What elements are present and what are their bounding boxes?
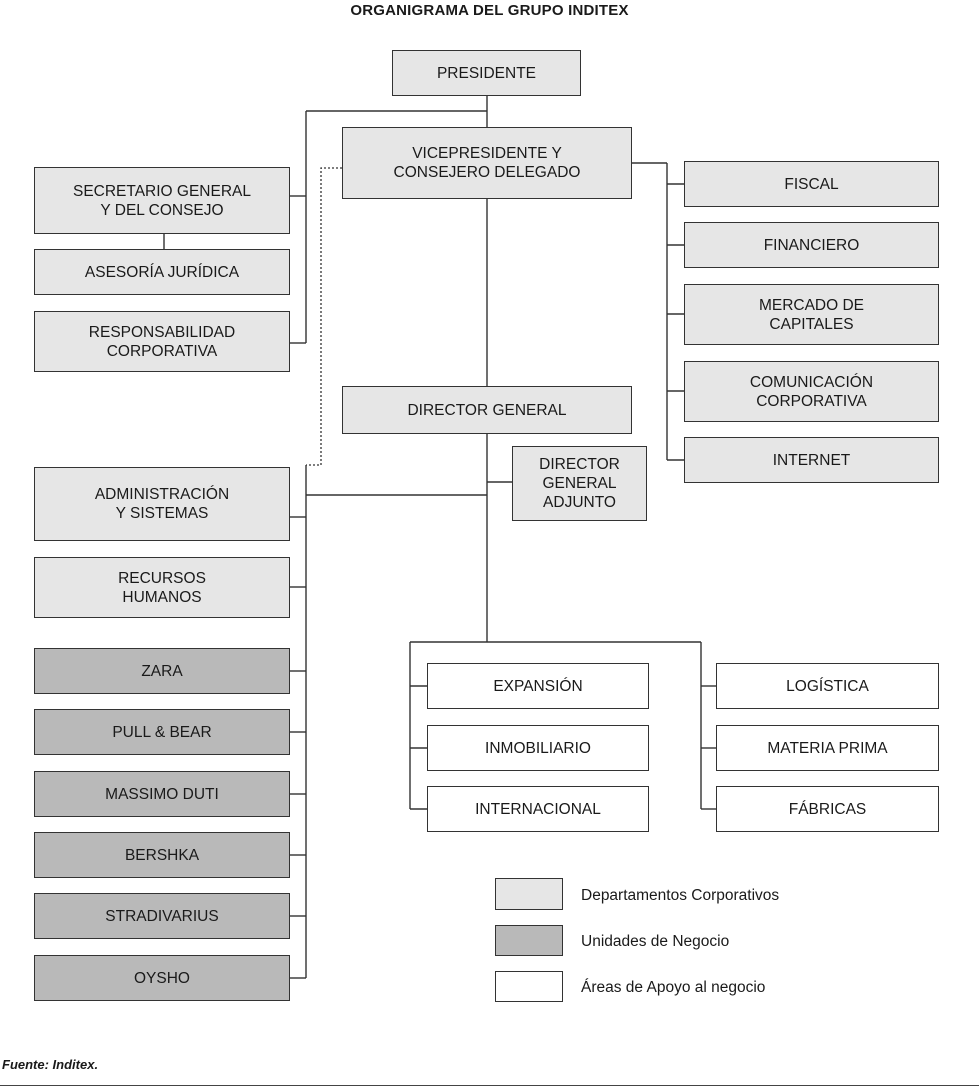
legend-swatch-corporativo xyxy=(495,878,563,910)
bottom-rule xyxy=(0,1085,979,1086)
box-fabricas: FÁBRICAS xyxy=(716,786,939,832)
source-note: Fuente: Inditex. xyxy=(2,1057,99,1072)
box-director-general: DIRECTOR GENERAL xyxy=(342,386,632,434)
box-recursos: RECURSOS HUMANOS xyxy=(34,557,290,618)
box-director-adjunto: DIRECTOR GENERAL ADJUNTO xyxy=(512,446,647,521)
legend-label-corporativo: Departamentos Corporativos xyxy=(581,887,780,904)
box-internacional: INTERNACIONAL xyxy=(427,786,649,832)
legend-swatch-apoyo xyxy=(495,971,563,1002)
box-bershka: BERSHKA xyxy=(34,832,290,878)
box-financiero: FINANCIERO xyxy=(684,222,939,268)
box-zara: ZARA xyxy=(34,648,290,694)
box-mercado: MERCADO DE CAPITALES xyxy=(684,284,939,345)
legend-label-apoyo: Áreas de Apoyo al negocio xyxy=(581,979,766,996)
box-massimo: MASSIMO DUTI xyxy=(34,771,290,817)
diagram-title: ORGANIGRAMA DEL GRUPO INDITEX xyxy=(350,2,629,19)
box-administracion: ADMINISTRACIÓN Y SISTEMAS xyxy=(34,467,290,541)
box-secretario: SECRETARIO GENERAL Y DEL CONSEJO xyxy=(34,167,290,234)
box-inmobiliario: INMOBILIARIO xyxy=(427,725,649,771)
box-vicepresidente: VICEPRESIDENTE Y CONSEJERO DELEGADO xyxy=(342,127,632,199)
dotted-connector xyxy=(306,167,342,466)
box-internet: INTERNET xyxy=(684,437,939,483)
box-logistica: LOGÍSTICA xyxy=(716,663,939,709)
box-comunicacion: COMUNICACIÓN CORPORATIVA xyxy=(684,361,939,422)
box-materia: MATERIA PRIMA xyxy=(716,725,939,771)
box-fiscal: FISCAL xyxy=(684,161,939,207)
box-presidente: PRESIDENTE xyxy=(392,50,581,96)
box-oysho: OYSHO xyxy=(34,955,290,1001)
box-expansion: EXPANSIÓN xyxy=(427,663,649,709)
legend-swatch-negocio xyxy=(495,925,563,956)
box-pullbear: PULL & BEAR xyxy=(34,709,290,755)
legend-label-negocio: Unidades de Negocio xyxy=(581,933,730,950)
box-asesoria: ASESORÍA JURÍDICA xyxy=(34,249,290,295)
box-responsabilidad: RESPONSABILIDAD CORPORATIVA xyxy=(34,311,290,372)
box-stradivarius: STRADIVARIUS xyxy=(34,893,290,939)
